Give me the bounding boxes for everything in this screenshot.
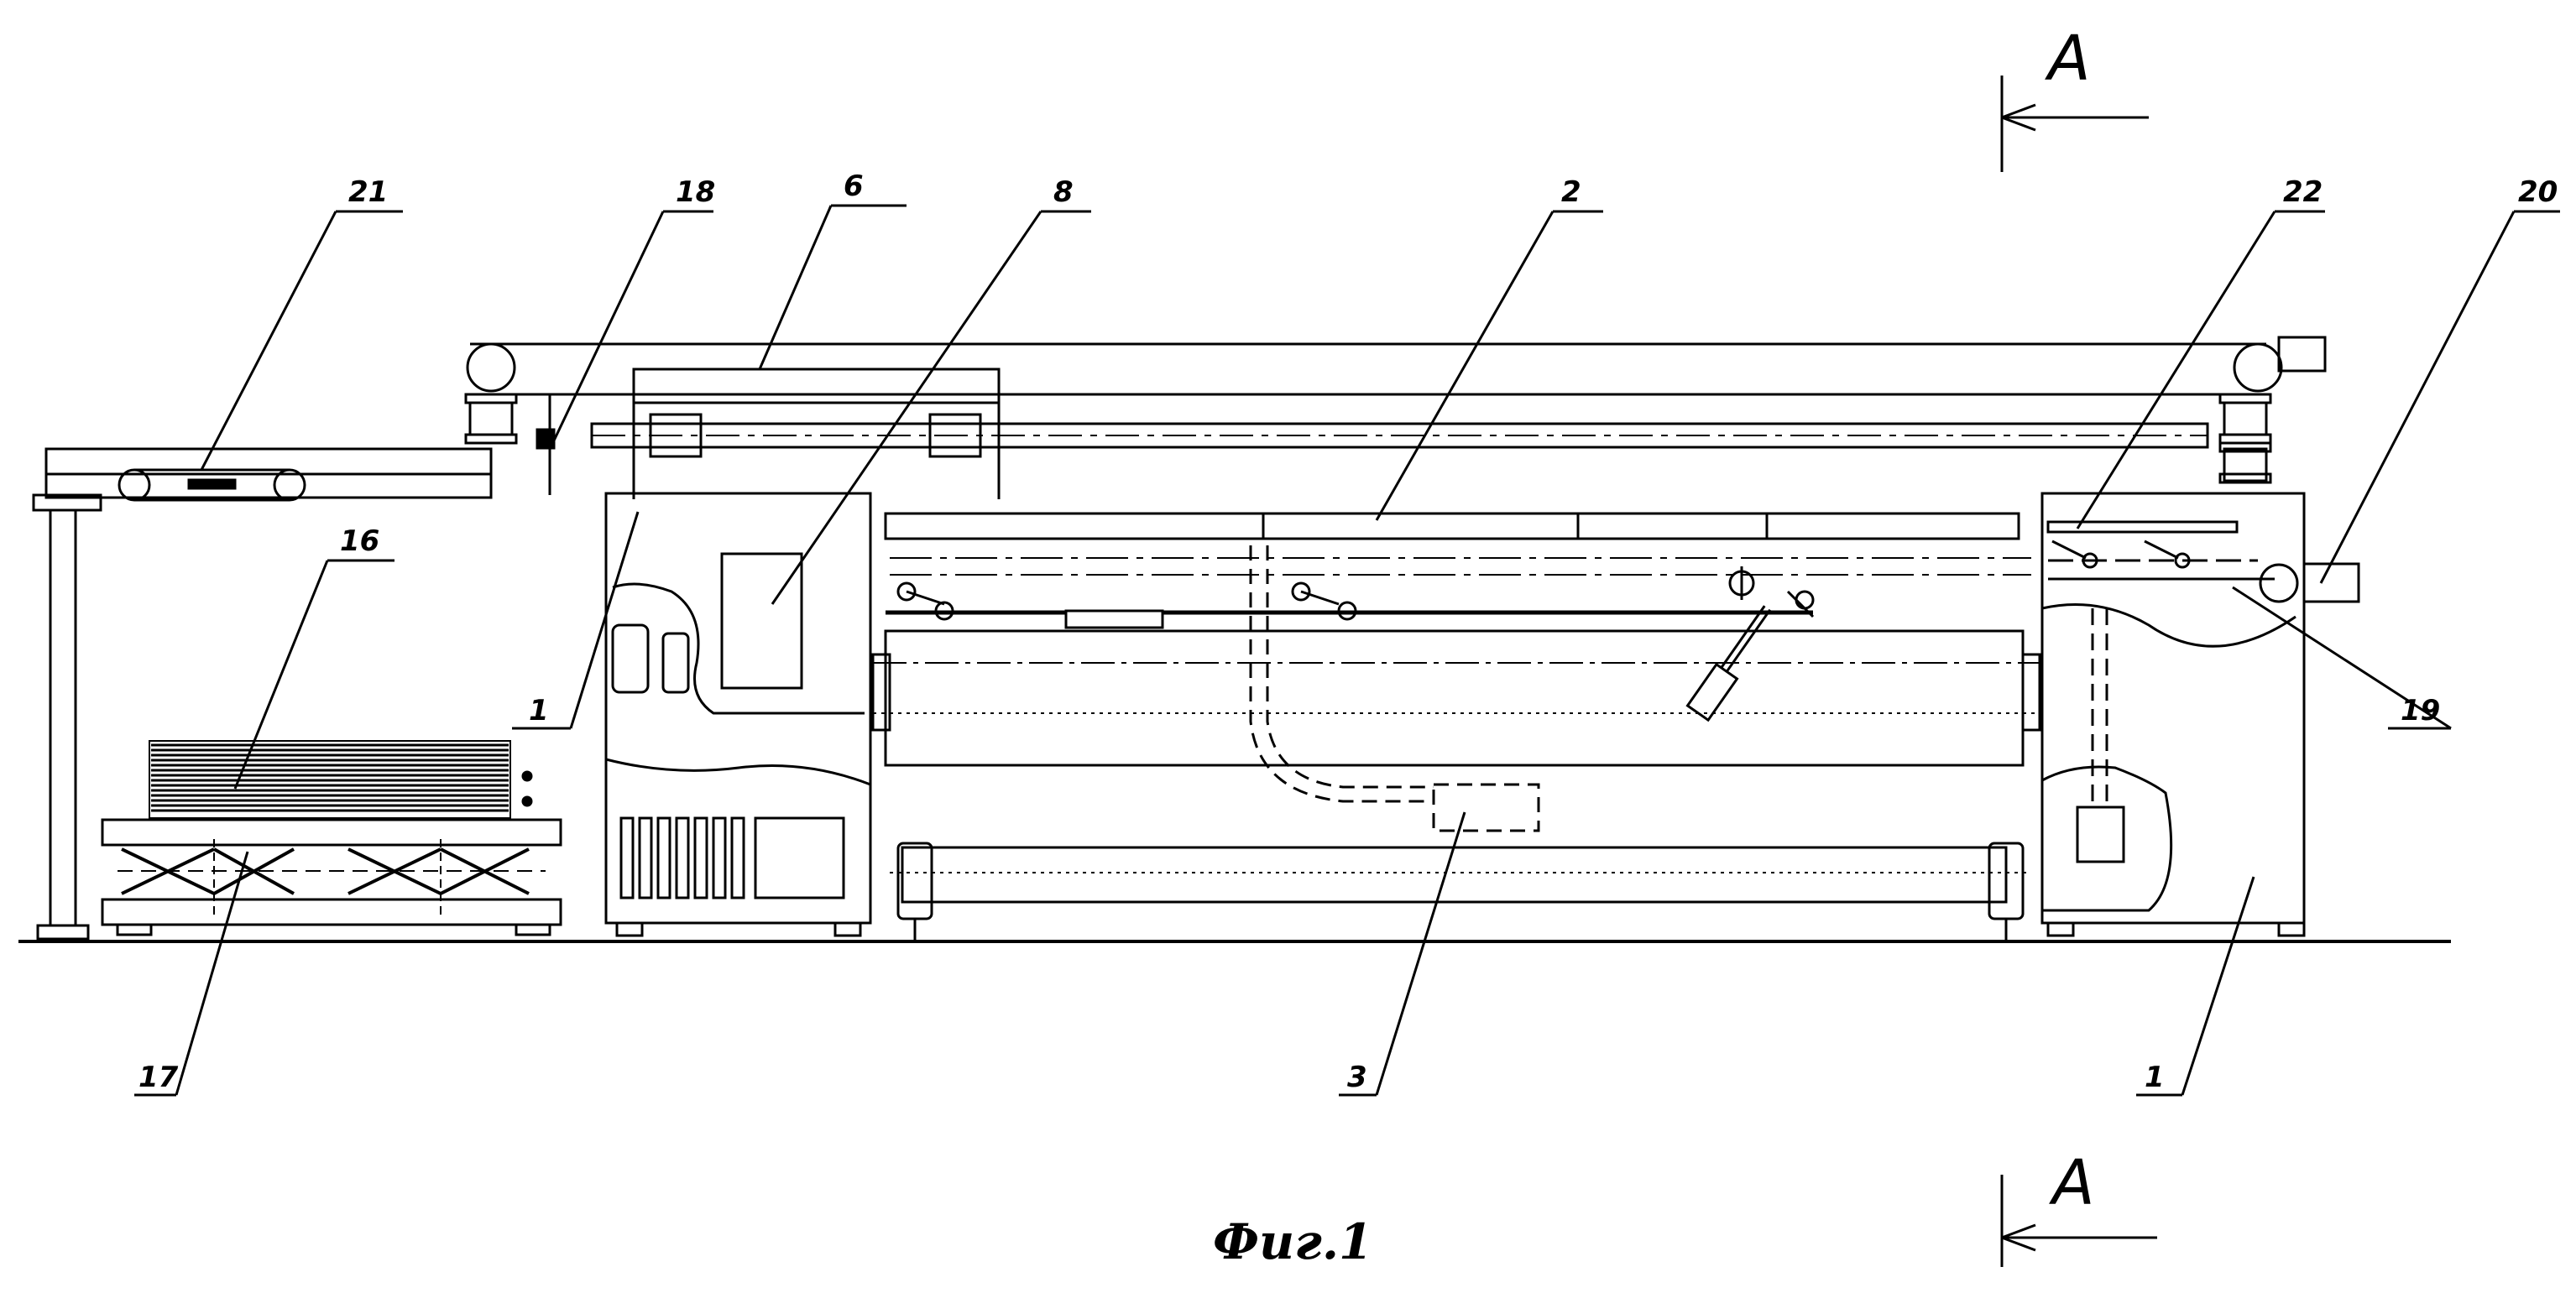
- vent-slot: [640, 818, 651, 898]
- vent-slot: [713, 818, 725, 898]
- printing-section-2: [873, 514, 2040, 940]
- label-8: 8: [1053, 175, 1074, 209]
- label-1-right: 1: [2145, 1061, 2165, 1094]
- lift-table-17: [102, 820, 561, 935]
- cabinet-1-left: [606, 493, 870, 936]
- label-6: 6: [844, 169, 864, 203]
- label-19: 19: [2401, 694, 2440, 727]
- label-21: 21: [348, 175, 388, 209]
- gantry-6: [466, 337, 2325, 499]
- section-letter-top: A: [2045, 23, 2091, 95]
- vent-slot: [677, 818, 688, 898]
- vent-slot: [732, 818, 744, 898]
- label-17: 17: [138, 1061, 179, 1094]
- section-letter-bottom: A: [2049, 1147, 2095, 1219]
- label-1-left: 1: [529, 694, 549, 727]
- vent-slot: [658, 818, 670, 898]
- figure-caption: Фиг.1: [1213, 1213, 1372, 1270]
- sheet-stack-16: [149, 741, 531, 818]
- label-22: 22: [2283, 175, 2323, 209]
- leader-lines: [134, 206, 2560, 1095]
- label-16: 16: [340, 524, 379, 558]
- cabinet-1-right: [2042, 493, 2359, 936]
- label-20: 20: [2518, 175, 2558, 209]
- label-3: 3: [1347, 1061, 1367, 1094]
- label-2: 2: [1561, 175, 1581, 209]
- vent-slot: [621, 818, 633, 898]
- vent-slot: [695, 818, 707, 898]
- label-18: 18: [676, 175, 715, 209]
